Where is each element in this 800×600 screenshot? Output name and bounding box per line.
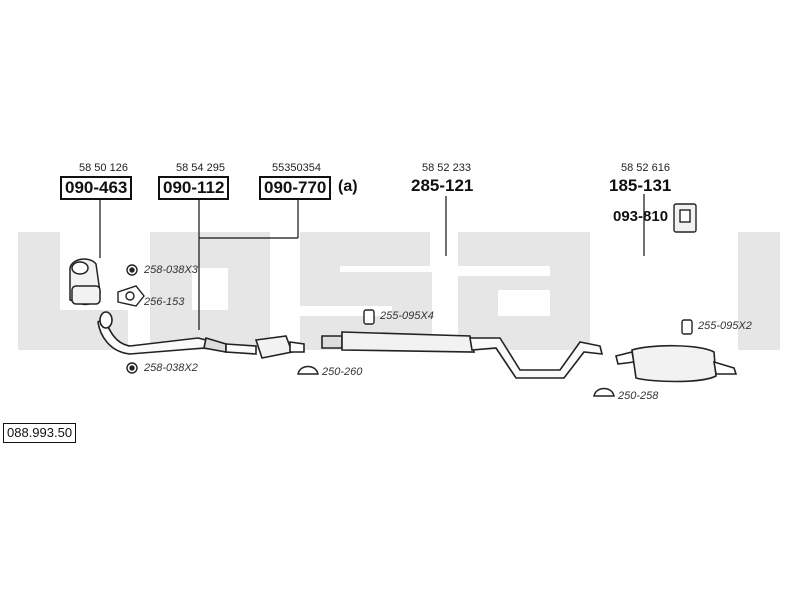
- fitting-code: 258-038X2: [144, 362, 198, 374]
- watermark-block: [458, 276, 590, 290]
- fitting-code: 256-153: [144, 296, 185, 308]
- rubber-mount-icon: rubber-mount-icon: [0, 0, 9, 1]
- bracket-icon: [673, 203, 697, 233]
- part-number-box[interactable]: 090-463: [60, 176, 133, 200]
- clamp-icon: clamp-icon: [0, 0, 5, 1]
- part-suffix: (a): [338, 178, 358, 195]
- oe-number: 58 52 233: [422, 162, 471, 174]
- kit-number-box[interactable]: 088.993.50: [3, 423, 77, 443]
- clamp-icon: clamp-icon: [0, 0, 5, 1]
- oe-number: 58 52 616: [621, 162, 670, 174]
- oe-number: 55350354: [272, 162, 321, 174]
- part-number-box[interactable]: 090-770: [259, 176, 332, 200]
- fitting-code: 250-258: [618, 390, 659, 402]
- part-number[interactable]: 185-131: [609, 176, 672, 195]
- flange-gasket-icon: flange-gasket-icon: [0, 0, 9, 1]
- watermark-block: [738, 232, 780, 350]
- gasket-icon: gasket-icon: [0, 0, 6, 1]
- fitting-code: 250-260: [322, 366, 363, 378]
- watermark-text: bosal: [0, 0, 3, 1]
- front-silencer-icon: [254, 335, 305, 359]
- gasket-icon: gasket-icon: [0, 0, 6, 1]
- catalytic-converter-icon: [69, 258, 101, 306]
- fitting-code: 255-095X4: [380, 310, 434, 322]
- part-number-box[interactable]: 090-112: [158, 176, 230, 200]
- oe-number: 58 50 126: [79, 162, 128, 174]
- bracket-part-number[interactable]: 093-810: [613, 208, 669, 225]
- middle-pipe-icon: [321, 331, 604, 379]
- fitting-code: 258-038X3: [144, 264, 198, 276]
- fitting-code: 255-095X2: [698, 320, 752, 332]
- rear-silencer-icon: [615, 344, 738, 383]
- rubber-mount-icon: rubber-mount-icon: [0, 0, 9, 1]
- oe-number: 58 54 295: [176, 162, 225, 174]
- part-number[interactable]: 285-121: [411, 176, 474, 195]
